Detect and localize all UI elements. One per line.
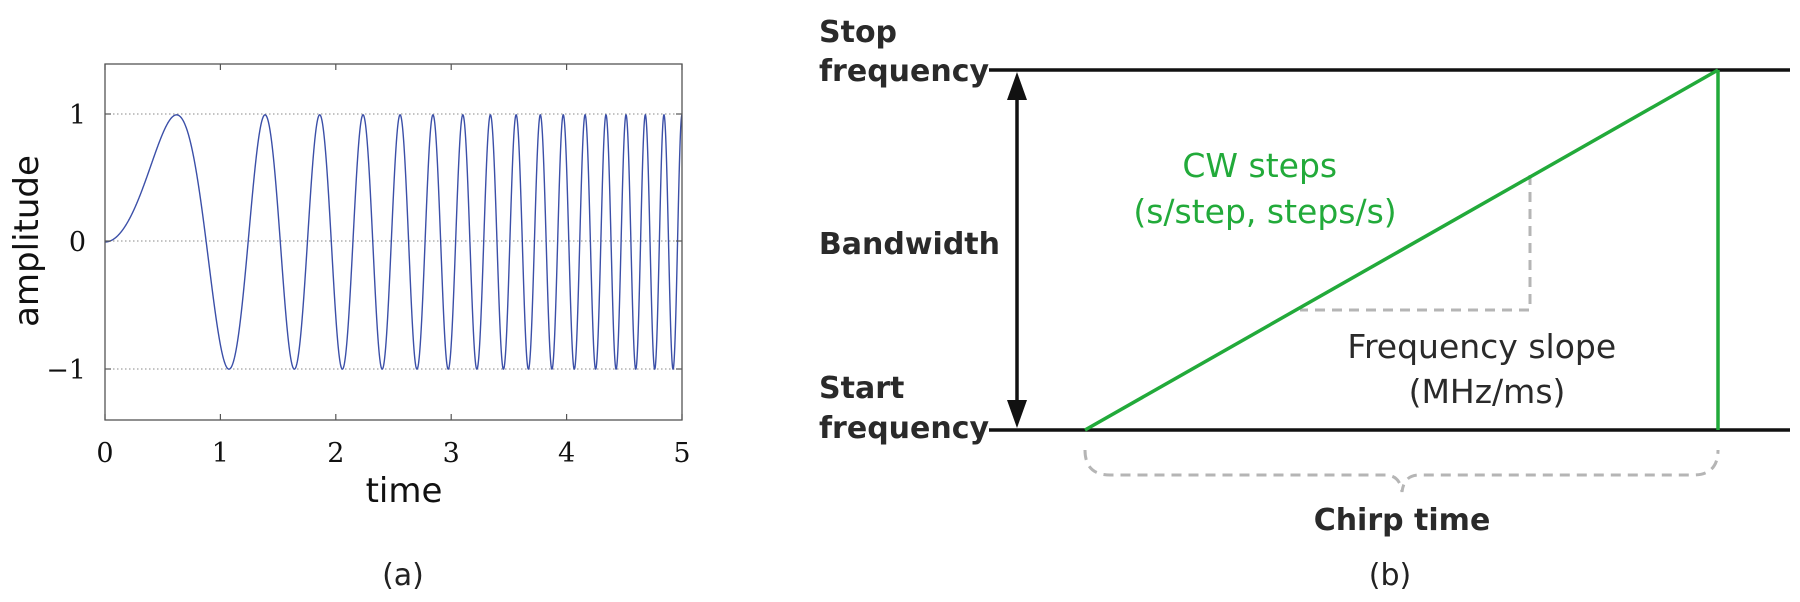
chirp-time-brace <box>1083 449 1720 493</box>
chirp-signal-line <box>105 113 683 371</box>
panel-b-diagram: Stop frequency Start frequency Bandwidth… <box>819 15 1790 538</box>
x-tick-label-3: 3 <box>443 438 460 469</box>
y-tick-label-neg1: −1 <box>46 355 86 386</box>
panel-a-chart: 0 1 2 3 4 5 1 0 −1 time amplitude <box>7 63 691 511</box>
bandwidth-arrow-up-icon <box>1007 72 1027 100</box>
y-axis-label: amplitude <box>7 155 47 327</box>
x-tick-label-2: 2 <box>327 438 344 469</box>
stop-frequency-label: Stop frequency <box>819 15 990 89</box>
caption-b: (b) <box>1369 558 1411 593</box>
chirp-time-label: Chirp time <box>1314 503 1491 538</box>
y-tick-marks <box>105 113 682 370</box>
cw-steps-label: CW steps (s/step, steps/s) <box>1133 146 1396 231</box>
caption-a: (a) <box>382 558 424 593</box>
bandwidth-label: Bandwidth <box>819 227 1000 262</box>
frequency-slope-label: Frequency slope (MHz/ms) <box>1347 327 1626 411</box>
x-tick-marks <box>104 64 683 420</box>
x-tick-label-1: 1 <box>212 438 229 469</box>
bandwidth-arrow-down-icon <box>1007 400 1027 428</box>
start-frequency-label: Start frequency <box>819 371 990 446</box>
y-tick-label-1: 1 <box>69 100 86 131</box>
x-axis-label: time <box>366 471 443 511</box>
chirp-ramp-line <box>1084 68 1719 432</box>
x-tick-label-5: 5 <box>673 438 690 469</box>
x-tick-label-0: 0 <box>96 438 113 469</box>
x-tick-label-4: 4 <box>558 438 575 469</box>
y-tick-label-0: 0 <box>69 227 86 258</box>
plot-frame <box>104 63 683 421</box>
